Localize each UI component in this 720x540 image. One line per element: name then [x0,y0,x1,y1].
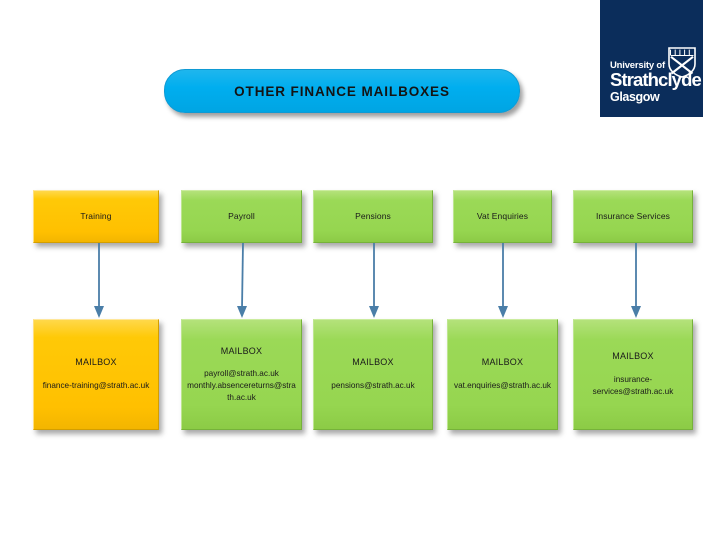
connector-arrow-vat-enquiries [498,243,508,318]
mailbox-address-line2: services@strath.ac.uk [592,386,674,396]
mailbox-box-insurance-services[interactable]: MAILBOX insurance- services@strath.ac.uk [573,319,693,430]
category-box-pensions[interactable]: Pensions [313,190,433,243]
category-label: Payroll [228,211,255,222]
category-label: Vat Enquiries [476,211,529,222]
connector-arrow-pensions [369,243,379,318]
mailbox-address: pensions@strath.ac.uk [331,380,415,390]
mailbox-address-line1: insurance- [613,374,653,384]
title-banner: OTHER FINANCE MAILBOXES [164,69,520,113]
strathclyde-crest-icon [668,47,696,78]
mailbox-address: finance-training@strath.ac.uk [42,380,150,390]
mailbox-title: MAILBOX [220,345,263,356]
mailbox-title: MAILBOX [481,357,524,368]
connector-arrow-insurance-services [631,243,641,318]
category-box-vat-enquiries[interactable]: Vat Enquiries [453,190,552,243]
logo-line-strathclyde: Strathclyde [610,69,702,90]
category-box-training[interactable]: Training [33,190,159,243]
logo-line-glasgow: Glasgow [610,89,660,104]
category-label: Insurance Services [595,211,671,222]
mailbox-box-pensions[interactable]: MAILBOX pensions@strath.ac.uk [313,319,433,430]
mailbox-box-training[interactable]: MAILBOX finance-training@strath.ac.uk [33,319,159,430]
category-label: Training [80,211,112,222]
page-title: OTHER FINANCE MAILBOXES [234,83,450,99]
connector-arrow-payroll [237,242,247,318]
logo-line-university: University of [610,59,665,71]
mailbox-title: MAILBOX [612,351,654,362]
mailbox-address: monthly.absencereturns@strath.ac.uk [187,380,296,402]
mailbox-title: MAILBOX [352,357,394,368]
mailbox-box-vat-enquiries[interactable]: MAILBOX vat.enquiries@strath.ac.uk [447,319,558,430]
university-logo: University of Strathclyde Glasgow [600,0,703,117]
category-label: Pensions [355,211,391,222]
connector-arrow-training [94,243,104,318]
mailbox-title: MAILBOX [75,357,117,368]
mailbox-address: payroll@strath.ac.uk [204,368,279,378]
category-box-payroll[interactable]: Payroll [181,190,302,243]
category-box-insurance-services[interactable]: Insurance Services [573,190,693,243]
mailbox-box-payroll[interactable]: MAILBOX payroll@strath.ac.uk monthly.abs… [181,319,302,430]
mailbox-address: vat.enquiries@strath.ac.uk [453,380,552,390]
